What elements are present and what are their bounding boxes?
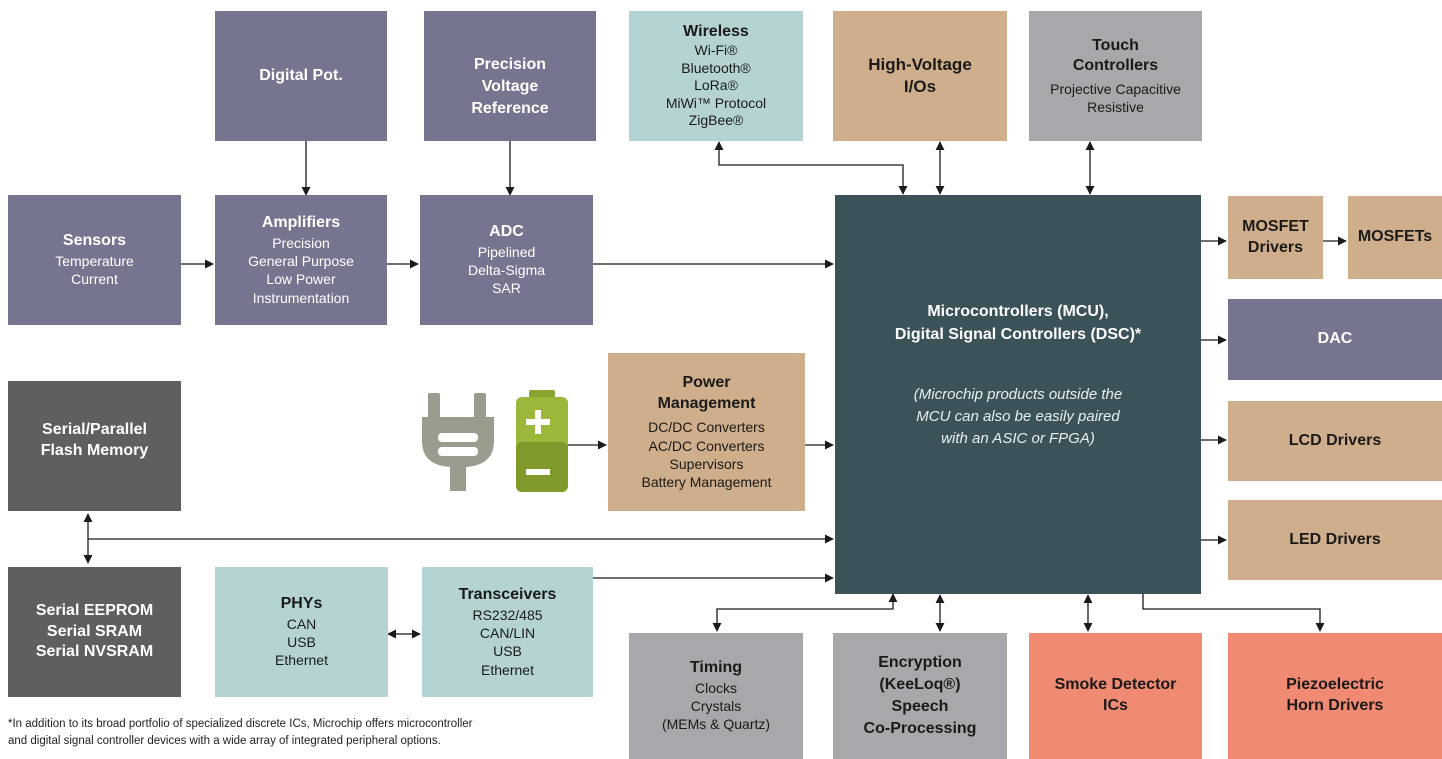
sensors-block: Sensors Temperature Current	[8, 195, 181, 325]
phys-line: USB	[287, 634, 316, 651]
smoke-title: Smoke Detector ICs	[1054, 676, 1177, 714]
arrow-wireless-mcu	[714, 141, 908, 195]
piezo-title: Piezoelectric Horn Drivers	[1286, 676, 1384, 714]
power-management-block: Power Management DC/DC Converters AC/DC …	[608, 353, 805, 511]
mosfet-drivers-block: MOSFET Drivers	[1228, 196, 1323, 279]
piezo-block: Piezoelectric Horn Drivers	[1228, 633, 1442, 759]
precision-vref-block: Precision Voltage Reference	[424, 11, 596, 141]
eeprom-block: Serial EEPROM Serial SRAM Serial NVSRAM	[8, 567, 181, 697]
led-drivers-title: LED Drivers	[1289, 530, 1381, 548]
wireless-line: MiWi™ Protocol	[665, 94, 767, 111]
transceivers-title: Transceivers	[458, 586, 557, 604]
eeprom-title: Serial EEPROM Serial SRAM Serial NVSRAM	[35, 601, 154, 661]
touch-title: Touch Controllers	[1072, 36, 1159, 75]
high-voltage-title: High-Voltage I/Os	[868, 54, 972, 96]
wireless-line: LoRa®	[694, 77, 738, 94]
lcd-drivers-block: LCD Drivers	[1228, 401, 1442, 481]
timing-line: Crystals	[690, 698, 742, 715]
wireless-title: Wireless	[683, 23, 749, 41]
transceivers-line: RS232/485	[472, 607, 543, 624]
precision-vref-title: Precision Voltage Reference	[471, 33, 548, 119]
mosfets-title: MOSFETs	[1357, 228, 1433, 246]
wireless-block: Wireless Wi-Fi® Bluetooth® LoRa® MiWi™ P…	[629, 11, 803, 141]
sensors-line: Current	[71, 271, 118, 288]
phys-block: PHYs CAN USB Ethernet	[215, 567, 388, 697]
high-voltage-block: High-Voltage I/Os	[833, 11, 1007, 141]
mcu-note: (Microchip products outside the MCU can …	[913, 386, 1123, 447]
touch-line: Projective Capacitive	[1050, 81, 1181, 98]
amplifiers-title: Amplifiers	[261, 214, 341, 232]
adc-title: ADC	[489, 223, 524, 241]
power-title: Power Management	[657, 373, 756, 412]
mosfet-drivers-title: MOSFET Drivers	[1242, 217, 1309, 256]
power-line: Battery Management	[641, 473, 772, 490]
sensors-title: Sensors	[62, 232, 127, 250]
plug-icon	[422, 393, 494, 491]
led-drivers-block: LED Drivers	[1228, 500, 1442, 580]
encryption-block: Encryption (KeeLoq®) Speech Co-Processin…	[833, 633, 1007, 759]
wireless-line: Bluetooth®	[681, 59, 751, 76]
sensors-line: Temperature	[55, 253, 134, 270]
amplifiers-line: Instrumentation	[252, 289, 350, 306]
amplifiers-line: Low Power	[266, 271, 336, 288]
vref-title-text: Precision Voltage Reference	[471, 56, 549, 117]
timing-title: Timing	[689, 659, 743, 677]
flash-title: Serial/Parallel Flash Memory	[40, 421, 149, 459]
transceivers-line: Ethernet	[481, 661, 534, 678]
arrow-mcu-piezo	[1142, 594, 1325, 632]
power-line: Supervisors	[669, 455, 744, 472]
touch-block: Touch Controllers Projective Capacitive …	[1029, 11, 1202, 141]
mcu-block: Microcontrollers (MCU), Digital Signal C…	[835, 195, 1201, 594]
adc-block: ADC Pipelined Delta-Sigma SAR	[420, 195, 593, 325]
battery-icon	[516, 390, 568, 492]
amplifiers-block: Amplifiers Precision General Purpose Low…	[215, 195, 387, 325]
power-line: DC/DC Converters	[648, 419, 765, 436]
transceivers-line: USB	[493, 643, 522, 660]
smoke-detector-block: Smoke Detector ICs	[1029, 633, 1202, 759]
amplifiers-line: General Purpose	[248, 253, 354, 270]
adc-line: Delta-Sigma	[467, 262, 546, 279]
amplifiers-line: Precision	[272, 235, 330, 252]
adc-line: Pipelined	[477, 244, 536, 261]
adc-line: SAR	[492, 280, 521, 297]
footnote: *In addition to its broad portfolio of s…	[8, 718, 473, 747]
lcd-drivers-title: LCD Drivers	[1288, 431, 1382, 449]
mosfets-block: MOSFETs	[1348, 196, 1442, 279]
phys-line: Ethernet	[275, 652, 328, 669]
power-line: AC/DC Converters	[648, 437, 765, 454]
digital-pot-block: Digital Pot.	[215, 11, 387, 141]
flash-memory-block: Serial/Parallel Flash Memory	[8, 381, 181, 511]
wireless-line: Wi-Fi®	[694, 42, 738, 59]
transceivers-line: CAN/LIN	[479, 625, 536, 642]
touch-line: Resistive	[1087, 99, 1144, 116]
phys-line: CAN	[286, 616, 317, 633]
mcu-title: Microcontrollers (MCU), Digital Signal C…	[894, 302, 1142, 343]
timing-block: Timing Clocks Crystals (MEMs & Quartz)	[629, 633, 803, 759]
transceivers-block: Transceivers RS232/485 CAN/LIN USB Ether…	[422, 567, 593, 697]
encryption-title: Encryption (KeeLoq®) Speech Co-Processin…	[863, 653, 977, 738]
dac-title: DAC	[1317, 330, 1353, 348]
digital-pot-title: Digital Pot.	[259, 66, 343, 84]
timing-line: (MEMs & Quartz)	[661, 716, 771, 733]
wireless-line: ZigBee®	[688, 112, 744, 129]
timing-line: Clocks	[694, 680, 737, 697]
arrow-timing-mcu	[712, 593, 898, 632]
phys-title: PHYs	[280, 595, 323, 613]
dac-block: DAC	[1228, 299, 1442, 380]
